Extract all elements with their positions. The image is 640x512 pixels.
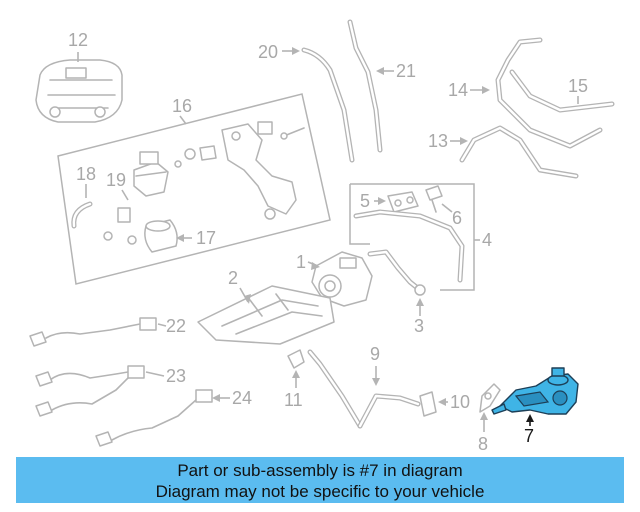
callout-23: 23 <box>166 366 186 386</box>
part-6-bolt <box>425 185 443 213</box>
part-16-bracket <box>174 121 305 220</box>
callout-4: 4 <box>482 230 492 250</box>
callout-14: 14 <box>448 80 468 100</box>
banner-line-2: Diagram may not be specific to your vehi… <box>155 482 485 501</box>
callout-9: 9 <box>370 344 380 364</box>
callout-8: 8 <box>478 434 488 454</box>
callout-18: 18 <box>76 164 96 184</box>
part-22-sensor <box>29 317 157 347</box>
callout-7: 7 <box>524 426 534 446</box>
part-2-shield <box>197 285 335 345</box>
part-17-canister <box>127 219 178 253</box>
callout-2: 2 <box>228 268 238 288</box>
callout-11: 11 <box>284 390 303 410</box>
part-19-valve <box>103 151 169 241</box>
part-1-pump <box>311 251 373 307</box>
part-14-pipe <box>495 37 603 149</box>
banner-line-1: Part or sub-assembly is #7 in diagram <box>177 461 463 480</box>
callout-6: 6 <box>452 208 462 228</box>
callout-17: 17 <box>196 228 216 248</box>
part-5-gasket <box>387 191 419 213</box>
info-banner: Part or sub-assembly is #7 in diagram Di… <box>16 457 624 503</box>
part-18-hose <box>71 201 93 229</box>
callout-20: 20 <box>258 42 278 62</box>
part-3-hose <box>367 249 426 296</box>
callout-24: 24 <box>232 388 252 408</box>
callout-13: 13 <box>428 131 448 151</box>
callout-1: 1 <box>296 252 306 272</box>
part-4-hose <box>353 209 465 283</box>
callout-15: 15 <box>568 76 588 96</box>
part-4-group-frame <box>349 183 475 291</box>
part-15-pipe <box>509 69 615 113</box>
part-10-fitting <box>419 391 437 417</box>
part-21-hose <box>347 19 383 153</box>
part-9-line <box>307 349 421 429</box>
callout-22: 22 <box>166 316 186 336</box>
callout-5: 5 <box>360 191 370 211</box>
part-7-highlighted[interactable] <box>491 367 579 415</box>
callout-10: 10 <box>450 392 470 412</box>
part-8-gasket <box>479 383 501 413</box>
part-24-sensor <box>95 389 213 447</box>
callout-3: 3 <box>414 316 424 336</box>
part-11-clip <box>287 349 305 369</box>
part-16-group-frame <box>57 93 331 285</box>
callout-12: 12 <box>68 30 88 50</box>
part-20-hose <box>301 47 355 163</box>
callout-19: 19 <box>106 170 126 190</box>
callout-21: 21 <box>396 61 416 81</box>
part-12-cover <box>35 59 123 123</box>
part-13-pipe <box>459 125 579 179</box>
callout-16: 16 <box>172 96 192 116</box>
part-23-sensor <box>35 365 145 417</box>
